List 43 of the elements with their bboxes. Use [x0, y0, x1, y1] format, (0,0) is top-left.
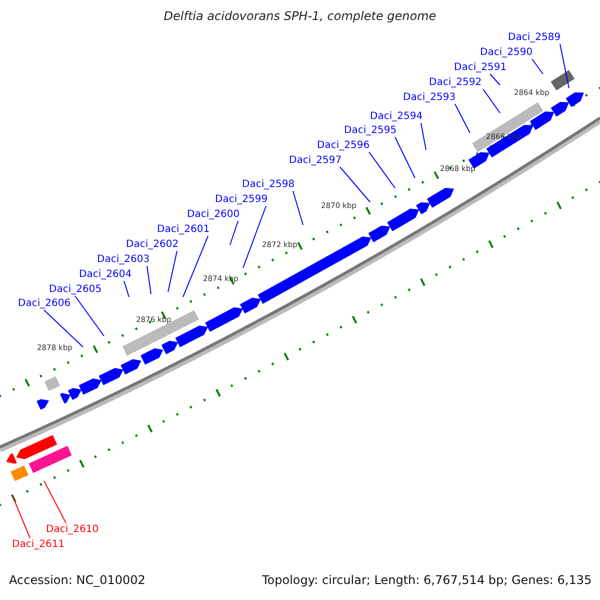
leader-line — [292, 190, 304, 226]
map-title: Delftia acidovorans SPH-1, complete genome — [162, 10, 438, 23]
gene-label: Daci_2589 — [508, 31, 561, 44]
gene-label: Daci_2594 — [370, 110, 423, 123]
leader-line — [230, 220, 238, 246]
gene-label: Daci_2610 — [46, 523, 99, 536]
leader-line — [420, 122, 426, 150]
leader-line — [482, 88, 500, 114]
gene-label: Daci_2606 — [18, 297, 71, 310]
leader-line — [394, 136, 416, 178]
leader-line — [124, 280, 130, 298]
gene-label: Daci_2605 — [49, 283, 102, 296]
gene-label: Daci_2591 — [454, 61, 507, 74]
leader-line — [12, 496, 30, 538]
gene-label: Daci_2590 — [480, 46, 533, 59]
gene-label: Daci_2602 — [126, 238, 179, 251]
gene-label: Daci_2603 — [97, 253, 150, 266]
leader-line — [242, 206, 266, 268]
gene-label: Daci_2604 — [79, 268, 132, 281]
gene-label: Daci_2595 — [344, 124, 397, 137]
gene-label: Daci_2597 — [289, 154, 342, 167]
accession-text: Accession: NC_010002 — [9, 574, 146, 587]
leader-line — [146, 266, 152, 294]
leader-line — [532, 58, 544, 74]
leader-line — [454, 104, 470, 134]
gene-label: Daci_2611 — [12, 538, 65, 551]
gene-label: Daci_2596 — [317, 139, 370, 152]
leader-line — [182, 236, 208, 298]
leader-line — [44, 310, 84, 348]
leader-line — [44, 480, 66, 524]
leader-line — [74, 296, 104, 336]
leader-line — [340, 166, 370, 202]
leader-line — [168, 250, 178, 292]
leader-line — [490, 74, 500, 86]
gene-label: Daci_2593 — [403, 91, 456, 104]
gene-label: Daci_2592 — [429, 76, 482, 89]
gene-label: Daci_2599 — [215, 193, 268, 206]
gene-label: Daci_2598 — [242, 178, 295, 191]
gene-label: Daci_2601 — [157, 223, 210, 236]
leader-line — [368, 152, 396, 188]
gene-label: Daci_2600 — [187, 208, 240, 221]
genome-summary: Topology: circular; Length: 6,767,514 bp; Genes: 6,135 — [262, 574, 592, 587]
leader-line — [560, 44, 570, 88]
